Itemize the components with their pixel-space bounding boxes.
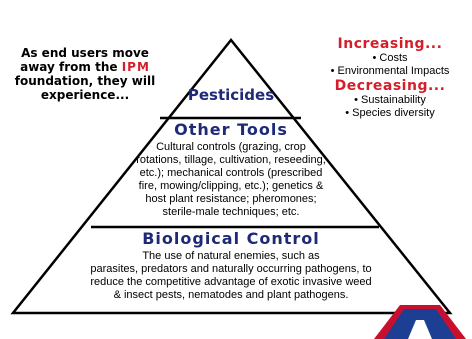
biological-control-line: reduce the competitive advantage of exot… [90,276,372,288]
other-tools-line: host plant resistance; pheromones; [145,193,317,205]
university-a-logo [374,305,466,339]
other-tools-description: Cultural controls (grazing, crop rotatio… [100,141,362,219]
effects-panel: Increasing... • Costs • Environmental Im… [305,36,472,120]
decreasing-heading: Decreasing... [334,78,446,94]
biological-control-description: The use of natural enemies, such as para… [50,250,412,302]
increasing-item: • Environmental Impacts [330,65,450,77]
increasing-item: • Costs [372,52,408,64]
intro-after: foundation, they will experience... [14,74,156,102]
biological-control-line: The use of natural enemies, such as [142,250,320,262]
biological-control-line: parasites, predators and naturally occur… [90,263,372,275]
other-tools-title: Other Tools [174,120,288,139]
pesticides-title: Pesticides [187,86,275,104]
intro-before: As end users move away from the [20,46,149,74]
other-tools-line: etc.); mechanical controls (prescribed [139,167,323,179]
other-tools-line: Cultural controls (grazing, crop [156,141,306,153]
other-tools-line: sterile-male techniques; etc. [162,206,300,218]
pyramid-outline [10,37,453,315]
decreasing-item: • Sustainability [354,94,426,106]
biological-control-title: Biological Control [142,229,320,248]
other-tools-line: rotations, tillage, cultivation, reseedi… [136,154,326,166]
increasing-heading: Increasing... [337,36,443,52]
biological-control-line: & insect pests, nematodes and plant path… [113,289,349,301]
other-tools-line: fire, mowing/clipping, etc.); genetics & [138,180,324,192]
intro-text: As end users move away from the IPM foun… [10,46,160,102]
ipm-label: IPM [121,60,150,74]
decreasing-item: • Species diversity [345,107,435,119]
